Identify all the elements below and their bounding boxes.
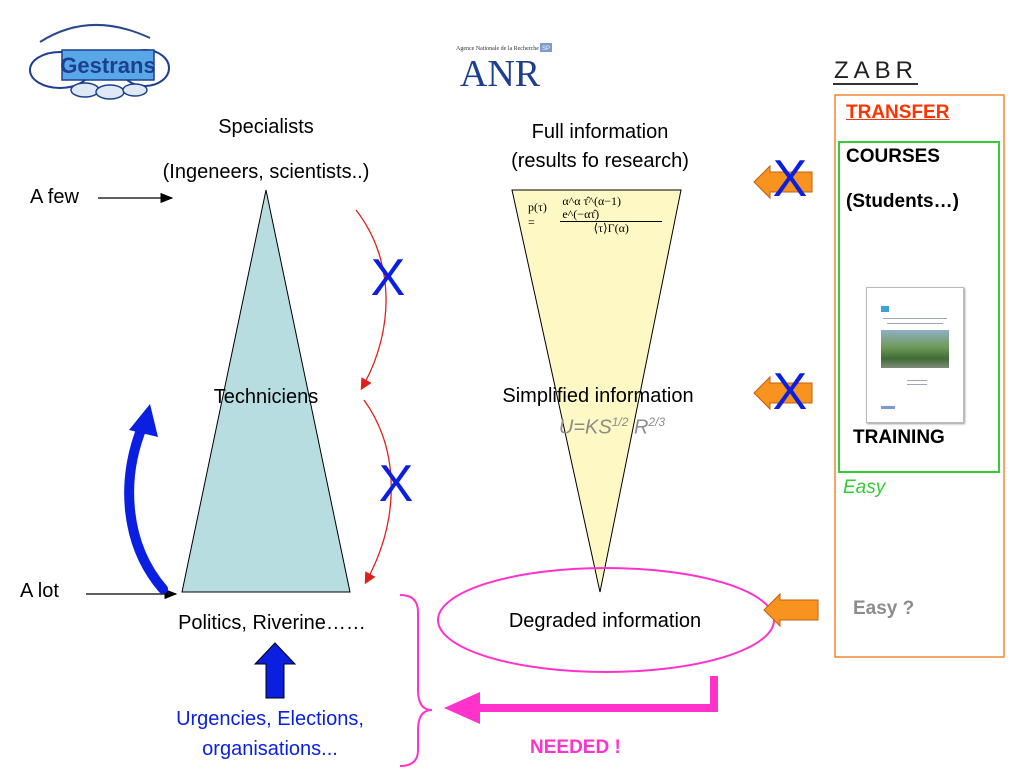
training-book-cover-image: [866, 287, 964, 423]
simplified-info-formula: U=KS1/2 R2/3: [559, 415, 665, 440]
pressure-up-arrow: [253, 642, 297, 699]
blocked-mark-4: X: [772, 363, 808, 421]
svg-text:Agence Nationale de la Recherc: Agence Nationale de la Recherche: [456, 46, 539, 52]
students-label: (Students…): [846, 191, 959, 212]
bottom-up-arrow: [124, 420, 168, 594]
svg-text:ZABR: ZABR: [834, 57, 918, 84]
bottom-up-arrow-head: [129, 404, 158, 437]
formula-denominator: ⟨τ⟩Γ(α): [593, 221, 629, 236]
book-author-line: [907, 380, 927, 381]
transfer-arrow-simplified: [753, 375, 813, 411]
transfer-arrow-full: [753, 164, 813, 200]
full-info-sub-label: (results fo research): [511, 150, 689, 172]
politics-label: Politics, Riverine……: [178, 612, 366, 634]
formula-exp-half: 1/2: [611, 415, 629, 429]
zabr-logo: ZABR: [833, 57, 918, 85]
easy-label: Easy: [843, 477, 886, 498]
simplified-info-label: Simplified information: [502, 385, 694, 407]
pressures-label-2: organisations...: [202, 738, 338, 760]
book-cover-photo: [881, 330, 949, 368]
formula-r: R: [628, 416, 649, 439]
knowledge-pyramid: [181, 189, 351, 593]
training-label: TRAINING: [853, 427, 945, 448]
technicians-label: Techniciens: [213, 386, 319, 408]
a-few-label: A few: [30, 186, 79, 208]
svg-text:ANR: ANR: [460, 53, 541, 95]
book-logo: [881, 306, 889, 312]
blocked-mark-1: X: [370, 249, 406, 307]
needed-label: NEEDED !: [530, 737, 621, 758]
specialists-to-technicians-arrow: [355, 209, 387, 391]
degraded-info-label: Degraded information: [508, 610, 702, 632]
formula-fraction: α^α τ̂^(α−1) e^(−ατ̂) ⟨τ⟩Γ(α): [560, 194, 662, 236]
blocked-mark-2: X: [378, 455, 414, 513]
formula-exp-two-thirds: 2/3: [648, 415, 666, 429]
courses-label: COURSES: [846, 146, 940, 167]
formula-ks: U=KS: [558, 416, 612, 439]
anr-logo: Agence Nationale de la Recherche SP ANR: [456, 43, 552, 95]
blocked-mark-3: X: [772, 150, 808, 208]
needed-arrow-head: [444, 692, 480, 724]
book-title-line: [887, 323, 943, 324]
courses-frame: [838, 141, 1000, 473]
needed-arrow: [478, 676, 718, 712]
formula-numerator: α^α τ̂^(α−1) e^(−ατ̂): [560, 194, 662, 223]
specialists-label: Specialists: [218, 116, 314, 138]
svg-text:Gestrans: Gestrans: [60, 53, 155, 78]
formula-lhs: p(τ) =: [528, 200, 547, 229]
full-info-formula: p(τ) = α^α τ̂^(α−1) e^(−ατ̂) ⟨τ⟩Γ(α): [528, 192, 662, 238]
gestrans-logo: Gestrans: [29, 23, 170, 100]
specialists-sub-label: (Ingeneers, scientists..): [162, 161, 370, 183]
pressures-label: Urgencies, Elections,: [176, 708, 364, 730]
svg-text:SP: SP: [542, 46, 550, 52]
transfer-frame: [834, 94, 1005, 658]
transfer-arrow-degraded: [763, 592, 819, 628]
transfer-title: TRANSFER: [846, 102, 950, 123]
book-title-line: [883, 318, 947, 319]
easy-question-label: Easy ?: [853, 598, 915, 619]
book-author-line: [907, 384, 927, 385]
a-lot-label: A lot: [20, 580, 59, 602]
technicians-to-politics-arrow: [363, 399, 392, 585]
full-info-label: Full information: [531, 121, 669, 143]
politics-bracket: [399, 594, 433, 767]
information-funnel: [511, 189, 682, 593]
book-publisher-mark: [881, 406, 895, 409]
